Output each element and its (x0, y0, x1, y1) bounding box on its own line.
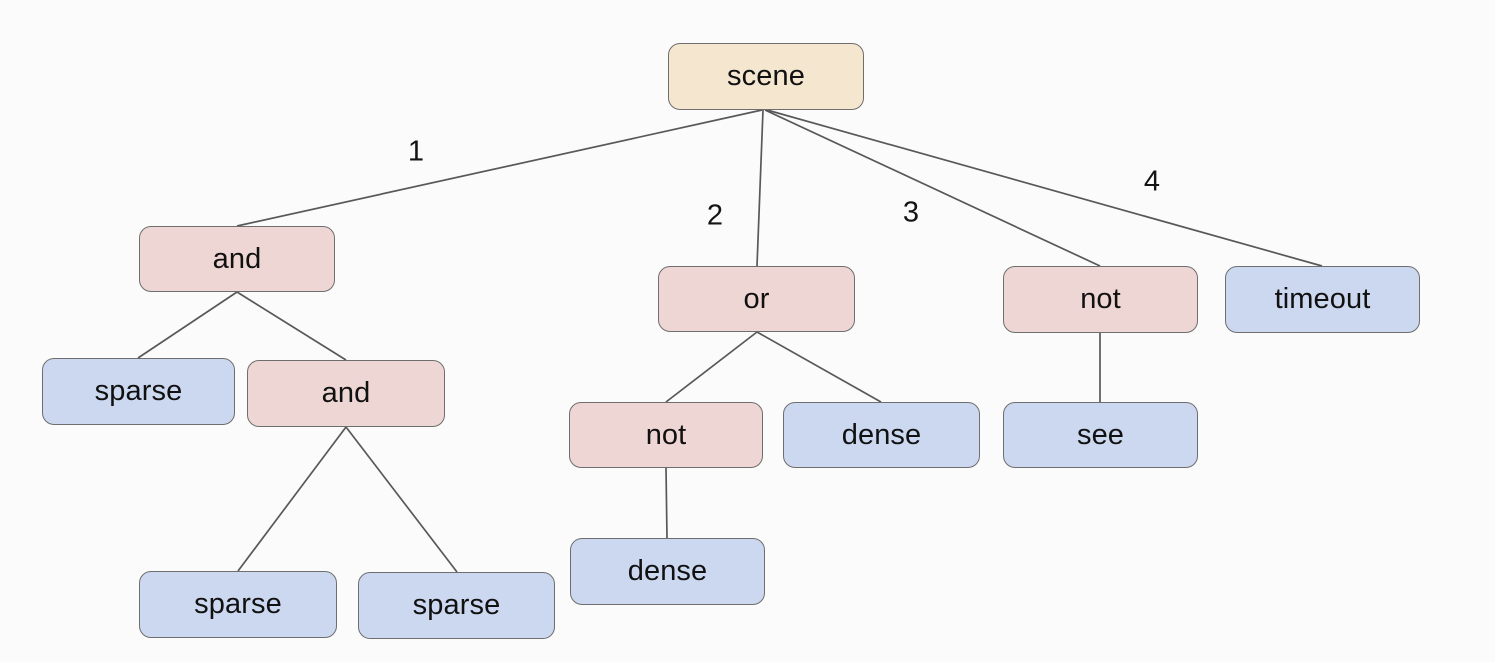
tree-node-label: scene (727, 60, 805, 92)
tree-edge-and2-to-sparse2 (237, 426, 347, 572)
tree-edge-scene-to-not_r (764, 109, 1101, 267)
tree-edge-or1-to-dense1 (756, 331, 882, 403)
tree-node-and1[interactable]: and (139, 226, 335, 292)
tree-node-scene[interactable]: scene (668, 43, 864, 110)
tree-edge-scene-to-or1 (756, 109, 764, 267)
tree-node-or1[interactable]: or (658, 266, 855, 332)
tree-node-label: dense (841, 418, 922, 451)
tree-node-sparse2[interactable]: sparse (139, 571, 337, 638)
tree-node-dense1[interactable]: dense (783, 402, 980, 468)
edge-label-l2: 2 (706, 199, 724, 232)
tree-node-label: not (1080, 283, 1121, 315)
tree-node-label: and (212, 242, 262, 275)
tree-edge-not_m-to-dense2 (665, 467, 668, 539)
tree-node-label: dense (627, 555, 708, 587)
tree-node-label: sparse (94, 375, 183, 407)
tree-node-not_m[interactable]: not (569, 402, 763, 468)
tree-edge-or1-to-not_m (665, 331, 758, 403)
tree-edge-and1-to-and2 (236, 291, 347, 361)
tree-node-label: and (321, 377, 371, 409)
tree-node-and2[interactable]: and (247, 360, 445, 427)
tree-node-dense2[interactable]: dense (570, 538, 765, 605)
tree-node-label: see (1076, 418, 1125, 451)
tree-node-label: sparse (412, 589, 501, 621)
tree-node-timeout[interactable]: timeout (1225, 266, 1420, 333)
tree-edge-scene-to-timeout (766, 109, 1323, 267)
tree-edge-and2-to-sparse3 (345, 426, 458, 573)
edge-label-l3: 3 (902, 196, 920, 229)
tree-node-not_r[interactable]: not (1003, 266, 1198, 333)
tree-edge-scene-to-and1 (236, 109, 763, 227)
edge-label-l1: 1 (407, 135, 425, 168)
tree-node-see[interactable]: see (1003, 402, 1198, 468)
edge-label-l4: 4 (1143, 165, 1161, 198)
tree-node-label: timeout (1274, 283, 1371, 315)
tree-node-label: not (645, 418, 687, 451)
tree-node-sparse1[interactable]: sparse (42, 358, 235, 425)
tree-node-label: or (743, 282, 770, 315)
tree-node-label: sparse (194, 588, 282, 620)
tree-node-sparse3[interactable]: sparse (358, 572, 555, 639)
tree-edge-and1-to-sparse1 (137, 291, 238, 359)
